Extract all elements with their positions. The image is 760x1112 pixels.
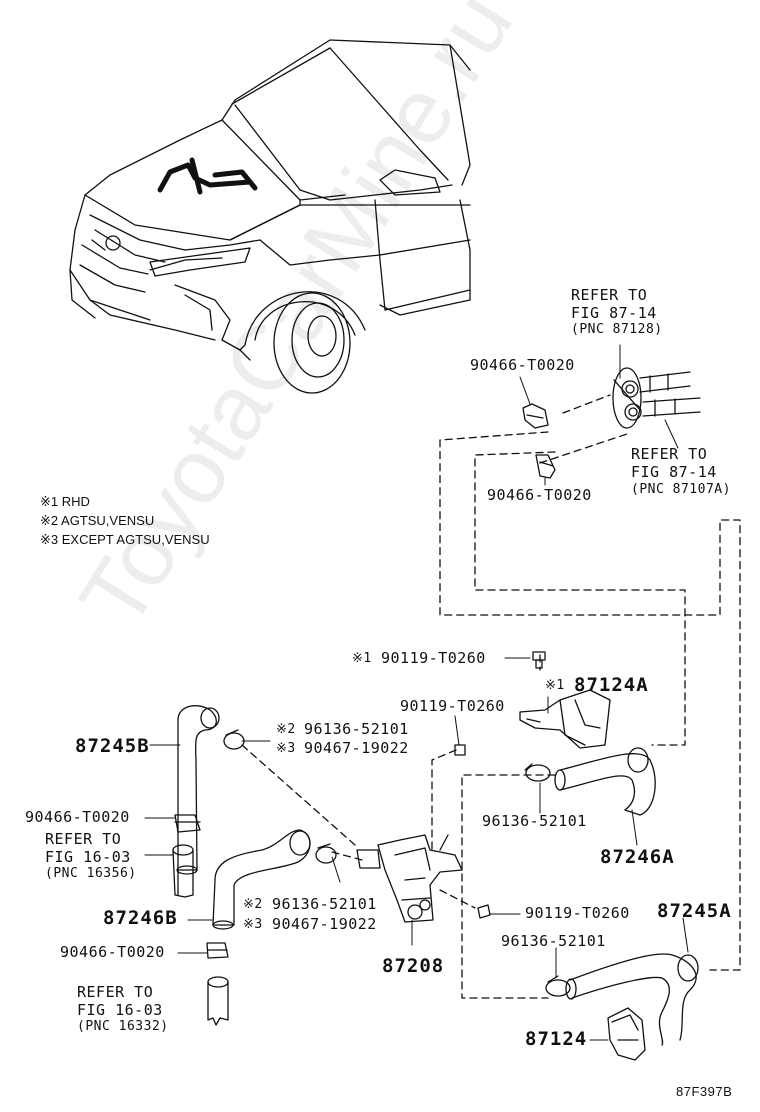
clip-90466-left-1 (174, 814, 201, 833)
refer-right-line2[interactable]: FIG 87-14 (631, 463, 717, 481)
mark-agtsu-96136-c: ※2 (243, 897, 263, 912)
bracket-87124A (519, 689, 611, 749)
legend: ※1 RHD ※2 AGTSU,VENSU ※3 EXCEPT AGTSU,VE… (40, 492, 210, 549)
bolt-90119-low (477, 904, 491, 919)
part-90466-T0020-left-2[interactable]: 90466-T0020 (60, 943, 165, 961)
refer-left-upper-line2[interactable]: FIG 16-03 (45, 848, 131, 866)
part-96136-52101-d[interactable]: 96136-52101 (501, 932, 606, 950)
refer-left-lower-line2[interactable]: FIG 16-03 (77, 1001, 163, 1019)
hose-87246B (212, 829, 311, 930)
water-valve-87208 (356, 834, 463, 923)
hose-87245A (565, 953, 699, 1046)
part-96136-52101-c[interactable]: 96136-52101 (272, 895, 377, 913)
part-90119-T0260-low[interactable]: 90119-T0260 (525, 904, 630, 922)
mark-except-90467-a: ※3 (276, 741, 296, 756)
refer-right-line3: (PNC 87107A) (631, 482, 731, 497)
legend-item-rhd: ※1 RHD (40, 494, 90, 509)
mark-rhd-87124A: ※1 (545, 678, 565, 693)
part-90467-19022-b[interactable]: 90467-19022 (272, 915, 377, 933)
hose-87245B (176, 705, 220, 875)
part-96136-52101-b[interactable]: 96136-52101 (482, 812, 587, 830)
part-87124A[interactable]: 87124A (574, 674, 649, 696)
part-90119-T0260-top[interactable]: 90119-T0260 (381, 649, 486, 667)
refer-left-upper-line3: (PNC 16356) (45, 866, 137, 881)
figure-code: 87F397B (676, 1084, 733, 1099)
mark-agtsu-96136-a: ※2 (276, 722, 296, 737)
refer-left-lower-line3: (PNC 16332) (77, 1019, 169, 1034)
part-87245B[interactable]: 87245B (75, 735, 150, 757)
clamp-96136-b (524, 763, 551, 782)
pipe-16332 (207, 976, 229, 1026)
refer-left-upper-line1[interactable]: REFER TO (45, 830, 122, 848)
hose-87246A (554, 747, 656, 816)
bolt-90119-top (532, 651, 546, 669)
part-87208[interactable]: 87208 (382, 955, 445, 977)
vehicle-illustration (69, 39, 471, 394)
part-87124[interactable]: 87124 (525, 1028, 588, 1050)
clip-90466-top (522, 403, 549, 429)
legend-item-agtsu-vensu: ※2 AGTSU,VENSU (40, 513, 155, 528)
legend-item-except-agtsu-vensu: ※3 EXCEPT AGTSU,VENSU (40, 532, 210, 547)
bolt-90119-mid (454, 744, 466, 756)
pipe-16356 (172, 844, 194, 898)
part-96136-52101-a[interactable]: 96136-52101 (304, 720, 409, 738)
part-90467-19022-a[interactable]: 90467-19022 (304, 739, 409, 757)
refer-left-lower-line1[interactable]: REFER TO (77, 983, 154, 1001)
part-90466-T0020-top[interactable]: 90466-T0020 (470, 356, 575, 374)
part-90466-T0020-mid[interactable]: 90466-T0020 (487, 486, 592, 504)
part-87245A[interactable]: 87245A (657, 900, 732, 922)
refer-top-line3: (PNC 87128) (571, 322, 663, 337)
clamp-96136-a (223, 729, 245, 750)
part-90466-T0020-left-1[interactable]: 90466-T0020 (25, 808, 130, 826)
part-90119-T0260-mid[interactable]: 90119-T0260 (400, 697, 505, 715)
clip-90466-left-2 (206, 942, 229, 959)
clamp-96136-c (315, 843, 337, 864)
refer-top-line2[interactable]: FIG 87-14 (571, 304, 657, 322)
refer-right-line1[interactable]: REFER TO (631, 445, 708, 463)
part-87246A[interactable]: 87246A (600, 846, 675, 868)
leader-lines (144, 344, 689, 1041)
refer-top-line1[interactable]: REFER TO (571, 286, 648, 304)
heater-pipe-connection (612, 367, 701, 429)
bracket-87124 (607, 1007, 646, 1061)
mark-rhd-90119-top: ※1 (352, 651, 372, 666)
mark-except-90467-b: ※3 (243, 917, 263, 932)
clip-90466-mid (535, 454, 556, 479)
part-87246B[interactable]: 87246B (103, 907, 178, 929)
